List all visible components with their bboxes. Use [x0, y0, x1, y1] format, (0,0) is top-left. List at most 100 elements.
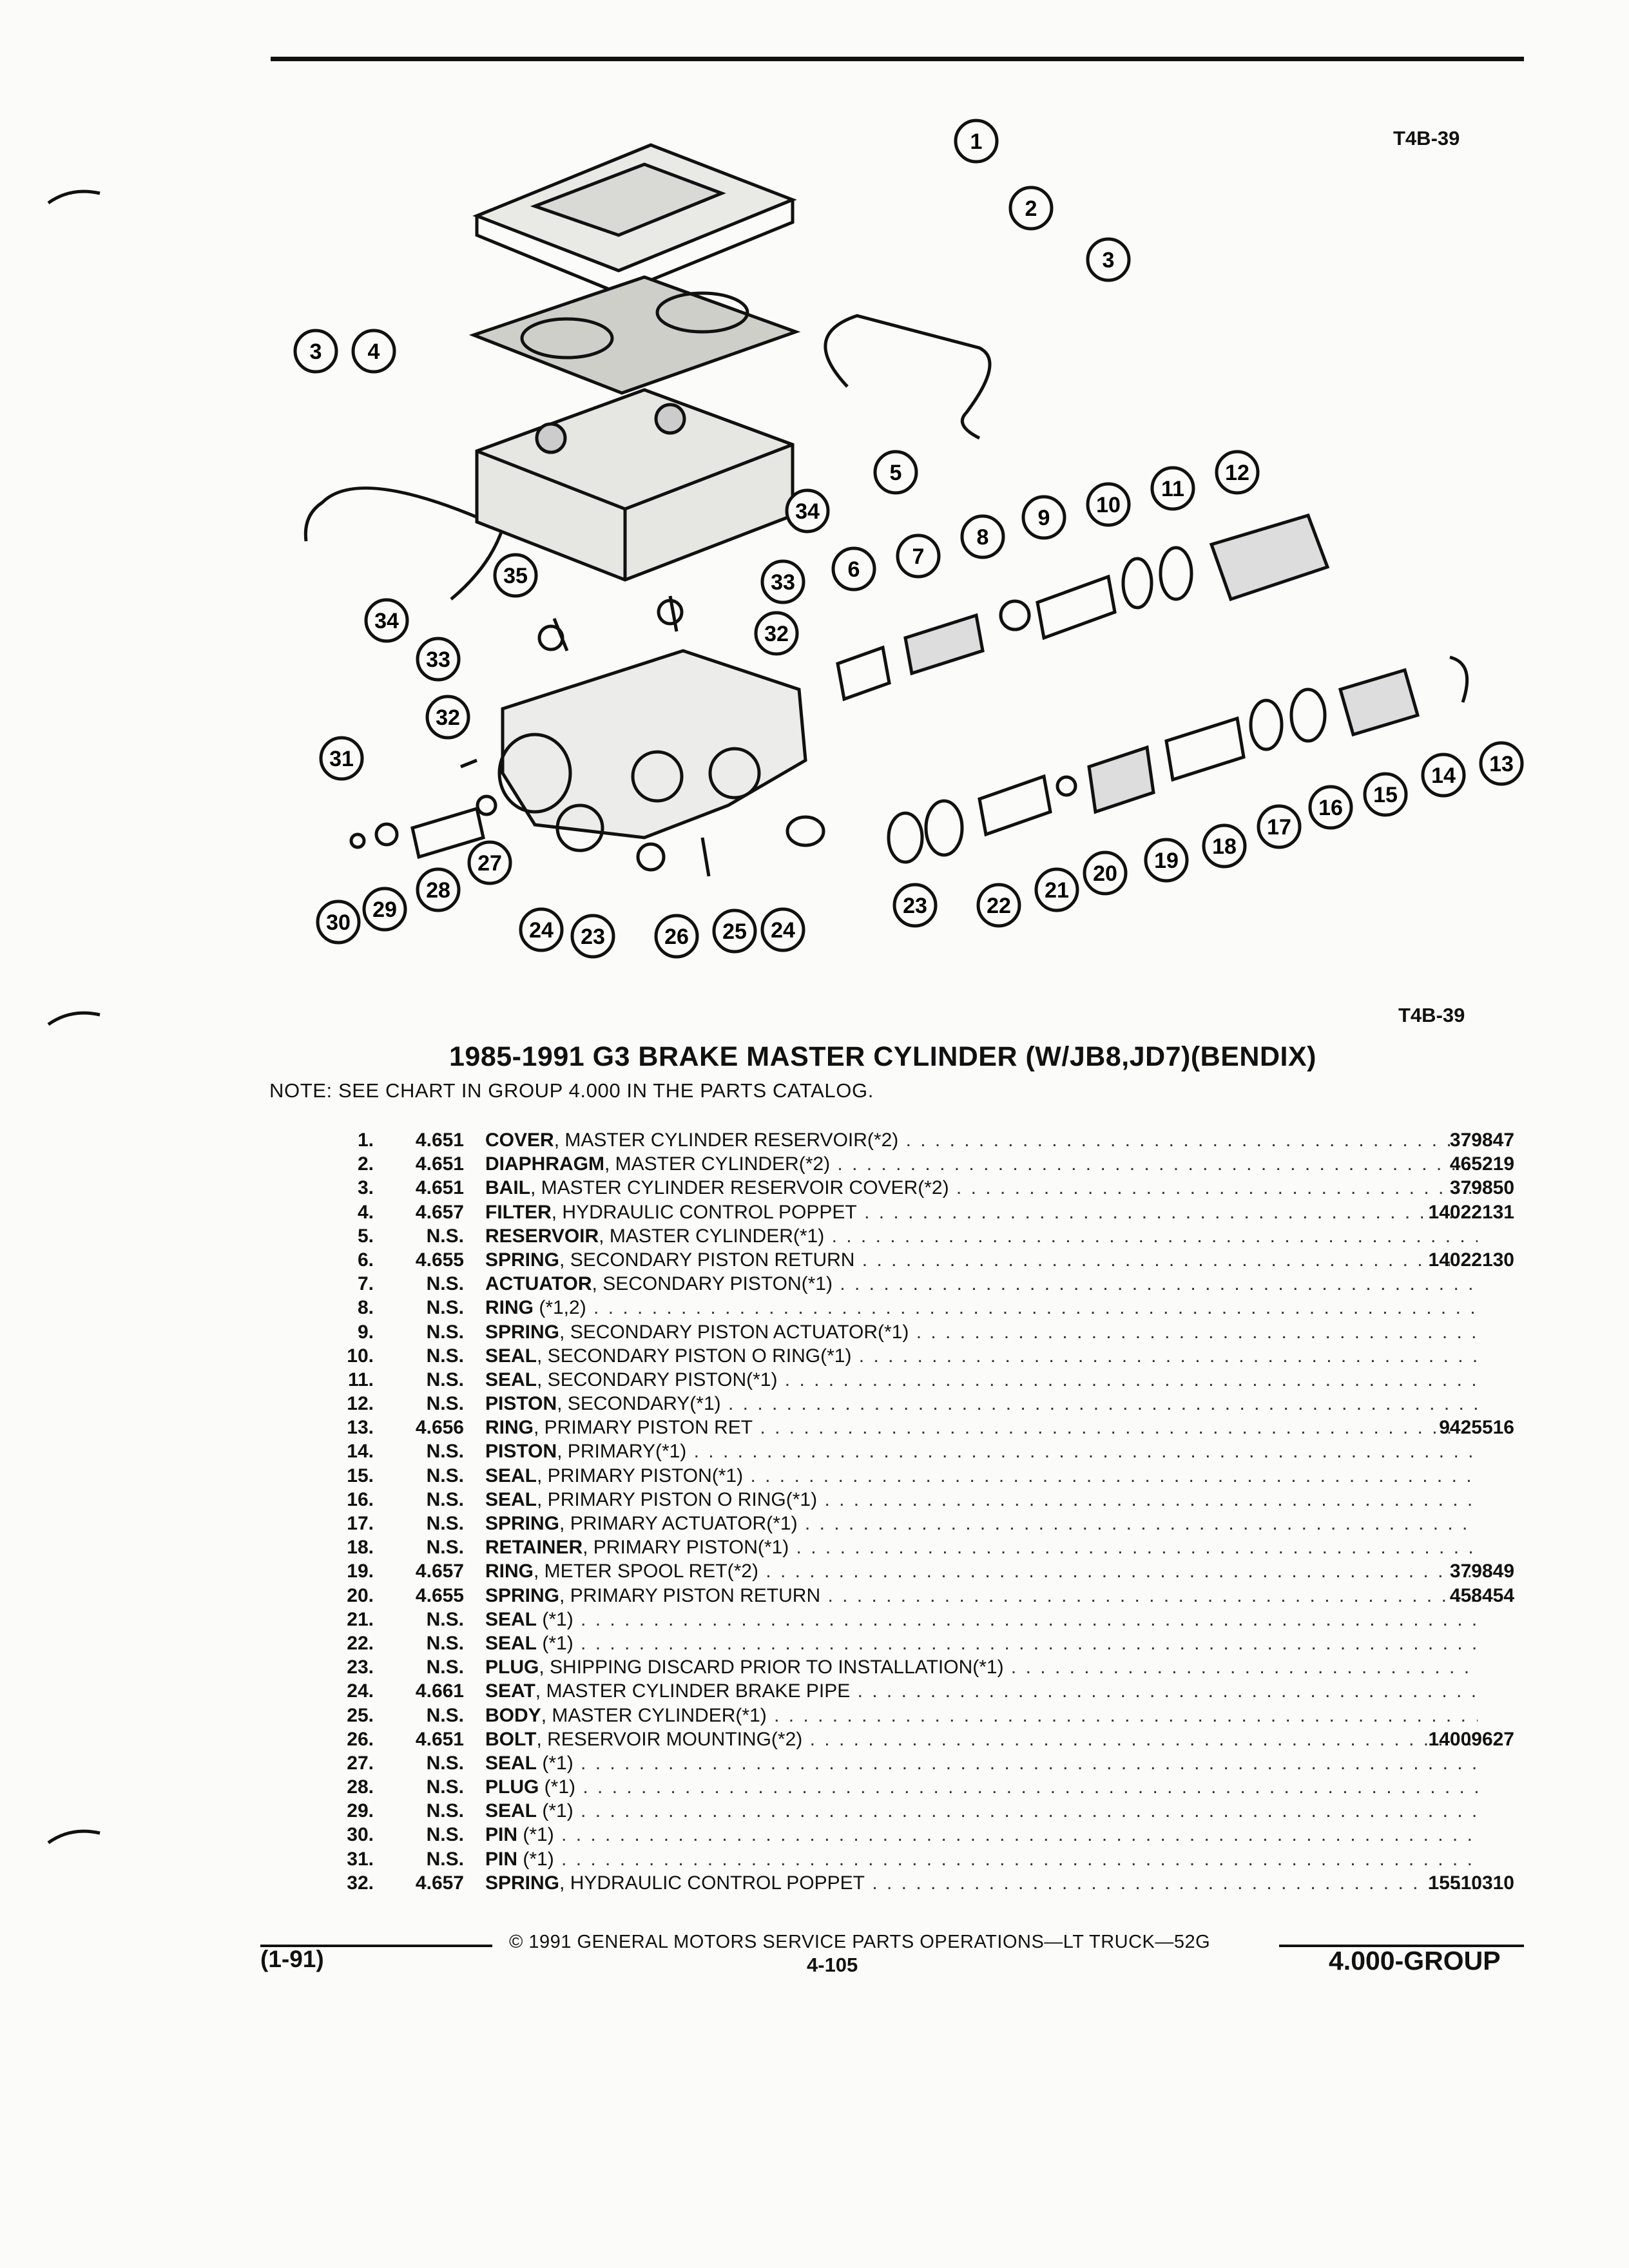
part-name: SPRING [485, 1513, 560, 1534]
item-number: 18. [347, 1537, 374, 1559]
callout-31: 31 [319, 736, 364, 781]
part-name: ACTUATOR [485, 1273, 592, 1295]
part-name: SPRING [485, 1584, 560, 1606]
part-name: PIN [485, 1824, 518, 1846]
callout-33: 33 [760, 559, 805, 604]
callout-29: 29 [362, 887, 407, 932]
master-cylinder-body [501, 649, 807, 840]
group-number: N.S. [426, 1632, 464, 1654]
part-description: SPRING, SECONDARY PISTON RETURN . . . . … [485, 1249, 1478, 1271]
part-detail: (*1) [517, 1848, 554, 1870]
parts-list-row: 30.N.S.PIN (*1) . . . . . . . . . . . . … [309, 1824, 1521, 1848]
group-number: N.S. [426, 1752, 464, 1774]
callout-1: 1 [954, 119, 999, 164]
part-name: COVER [485, 1129, 554, 1151]
group-number: N.S. [426, 1488, 464, 1510]
diaphragm [468, 275, 801, 395]
item-number: 24. [347, 1680, 374, 1702]
part-name: RING [485, 1297, 534, 1319]
item-number: 32. [347, 1872, 374, 1894]
part-name: PLUG [485, 1657, 539, 1678]
group-number: 4.651 [415, 1177, 464, 1199]
item-number: 22. [347, 1632, 374, 1654]
part-name: SEAL [485, 1632, 537, 1654]
part-detail: , SECONDARY PISTON ACTUATOR(*1) [559, 1321, 909, 1343]
part-name: PISTON [485, 1441, 557, 1463]
part-name: SPRING [485, 1321, 560, 1343]
leader-dots: . . . . . . . . . . . . . . . . . . . . … [581, 1752, 1478, 1774]
parts-list-row: 23.N.S.PLUG, SHIPPING DISCARD PRIOR TO I… [309, 1657, 1521, 1680]
part-description: SEAL, SECONDARY PISTON(*1) . . . . . . .… [485, 1369, 1478, 1391]
leader-dots: . . . . . . . . . . . . . . . . . . . . … [728, 1393, 1478, 1415]
part-detail: (*1) [539, 1776, 576, 1798]
callout-14: 14 [1421, 753, 1466, 798]
callout-label: 3 [310, 340, 322, 364]
port-fittings [349, 595, 825, 877]
item-number: 7. [357, 1273, 374, 1295]
binder-hole-mark [47, 189, 101, 205]
part-name: SEAL [485, 1369, 537, 1390]
part-description: SPRING, PRIMARY ACTUATOR(*1) . . . . . .… [485, 1513, 1478, 1535]
part-name: RETAINER [485, 1537, 583, 1559]
part-number: 379847 [1449, 1129, 1514, 1151]
part-description: RING, PRIMARY PISTON RET . . . . . . . .… [485, 1417, 1478, 1439]
part-description: PISTON, PRIMARY(*1) . . . . . . . . . . … [485, 1441, 1478, 1463]
part-description: RETAINER, PRIMARY PISTON(*1) . . . . . .… [485, 1537, 1478, 1559]
part-detail: , MASTER CYLINDER(*1) [541, 1704, 767, 1726]
callout-26: 26 [654, 914, 699, 959]
item-number: 30. [347, 1824, 374, 1846]
parts-list-row: 9.N.S.SPRING, SECONDARY PISTON ACTUATOR(… [309, 1321, 1521, 1345]
callout-label: 35 [503, 564, 528, 588]
parts-list-row: 29.N.S.SEAL (*1) . . . . . . . . . . . .… [309, 1800, 1521, 1824]
callout-24: 24 [760, 907, 805, 952]
callout-5: 5 [873, 450, 918, 495]
item-number: 11. [347, 1369, 374, 1390]
parts-list-row: 17.N.S.SPRING, PRIMARY ACTUATOR(*1) . . … [309, 1513, 1521, 1537]
leader-dots: . . . . . . . . . . . . . . . . . . . . … [831, 1225, 1478, 1247]
leader-dots: . . . . . . . . . . . . . . . . . . . . … [581, 1608, 1478, 1630]
callout-label: 16 [1318, 796, 1343, 820]
part-detail: , PRIMARY PISTON(*1) [537, 1465, 744, 1486]
callout-label: 26 [664, 925, 689, 949]
date-code: (1-91) [260, 1946, 324, 1972]
reservoir-bail-right [824, 314, 992, 440]
callout-18: 18 [1202, 823, 1247, 869]
footer-rule-right [1279, 1945, 1524, 1947]
item-number: 15. [347, 1465, 374, 1486]
parts-list-row: 21.N.S.SEAL (*1) . . . . . . . . . . . .… [309, 1609, 1521, 1633]
part-detail: , PRIMARY(*1) [557, 1441, 687, 1463]
leader-dots: . . . . . . . . . . . . . . . . . . . . … [824, 1488, 1478, 1510]
part-description: FILTER, HYDRAULIC CONTROL POPPET . . . .… [485, 1202, 1478, 1224]
group-number: N.S. [426, 1704, 464, 1726]
catalog-note: NOTE: SEE CHART IN GROUP 4.000 IN THE PA… [269, 1079, 874, 1102]
callout-label: 31 [329, 747, 354, 771]
callout-label: 23 [581, 925, 605, 949]
part-description: PLUG, SHIPPING DISCARD PRIOR TO INSTALLA… [485, 1657, 1478, 1678]
leader-dots: . . . . . . . . . . . . . . . . . . . . … [857, 1680, 1478, 1702]
leader-dots: . . . . . . . . . . . . . . . . . . . . … [1010, 1657, 1478, 1678]
item-number: 14. [347, 1441, 374, 1463]
item-number: 9. [357, 1321, 374, 1343]
group-number: N.S. [426, 1776, 464, 1798]
callout-25: 25 [712, 908, 757, 954]
part-name: PIN [485, 1848, 518, 1870]
part-detail: , MASTER CYLINDER(*1) [599, 1225, 825, 1247]
part-description: BOLT, RESERVOIR MOUNTING(*2) . . . . . .… [485, 1729, 1478, 1751]
callout-label: 30 [326, 910, 351, 935]
header-rule [271, 57, 1524, 61]
leader-dots: . . . . . . . . . . . . . . . . . . . . … [827, 1584, 1478, 1606]
callout-27: 27 [467, 840, 512, 885]
group-number: N.S. [426, 1824, 464, 1846]
parts-list-row: 18.N.S.RETAINER, PRIMARY PISTON(*1) . . … [309, 1537, 1521, 1561]
reservoir-bail-left [304, 486, 505, 601]
leader-dots: . . . . . . . . . . . . . . . . . . . . … [760, 1417, 1478, 1439]
part-detail: , MASTER CYLINDER BRAKE PIPE [535, 1680, 851, 1702]
parts-list-row: 14.N.S.PISTON, PRIMARY(*1) . . . . . . .… [309, 1441, 1521, 1465]
leader-dots: . . . . . . . . . . . . . . . . . . . . … [809, 1728, 1478, 1750]
item-number: 26. [347, 1728, 374, 1750]
part-name: SEAT [485, 1680, 535, 1702]
